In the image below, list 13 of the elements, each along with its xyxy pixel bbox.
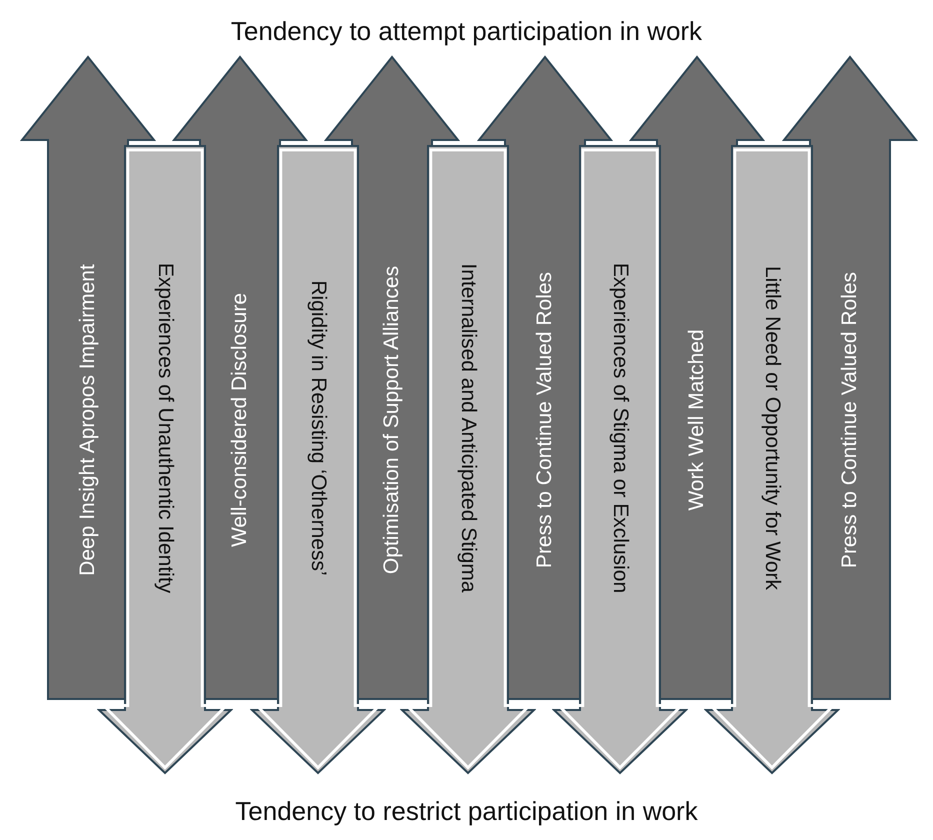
arrow-label: Rigidity in Resisting ‘Otherness’ [306, 280, 331, 576]
arrow-label: Work Well Matched [684, 329, 710, 511]
arrow-label: Little Need or Opportunity for Work [760, 265, 785, 590]
diagram-title: Tendency to attempt participation in work [230, 15, 704, 48]
arrow-label: Experiences of Unauthentic Identity [152, 262, 178, 593]
diagram-caption: Tendency to restrict participation in work [234, 795, 699, 828]
arrow-label: Well-considered Disclosure [227, 292, 252, 548]
arrow-label: Experiences of Stigma or Exclusion [608, 262, 633, 593]
arrow-label: Press to Continue Valued Roles [532, 272, 558, 568]
arrow-label: Press to Continue Valued Roles [837, 272, 862, 568]
arrow-label: Deep Insight Apropos Impairment [75, 264, 100, 576]
arrow-label: Internalised and Anticipated Stigma [456, 262, 481, 592]
arrow-label: Optimisation of Support Alliances [379, 266, 404, 574]
